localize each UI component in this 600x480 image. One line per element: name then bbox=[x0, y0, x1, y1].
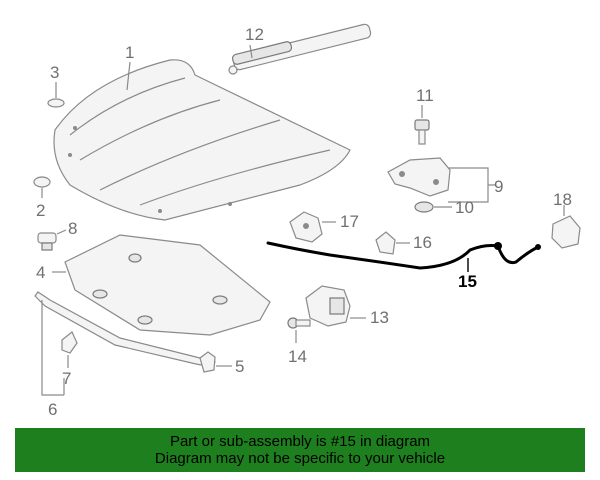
callout-10: 10 bbox=[455, 198, 474, 217]
hood-lock-part-13 bbox=[305, 285, 351, 327]
callout-2: 2 bbox=[36, 201, 45, 220]
hood-strut-part-12 bbox=[228, 23, 372, 75]
callout-7: 7 bbox=[62, 369, 71, 388]
callout-11: 11 bbox=[416, 86, 434, 105]
bolt-part-11 bbox=[414, 119, 430, 145]
callout-9: 9 bbox=[494, 177, 503, 196]
callout-3: 3 bbox=[50, 63, 59, 82]
callout-14: 14 bbox=[288, 347, 307, 366]
callout-18: 18 bbox=[553, 190, 572, 209]
callout-13: 13 bbox=[370, 308, 389, 327]
bracket-part-18 bbox=[551, 215, 581, 249]
hinge-part-9 bbox=[387, 157, 451, 197]
cushion-part-2 bbox=[33, 176, 51, 188]
callout-12: 12 bbox=[245, 25, 264, 44]
clip-part-5 bbox=[199, 351, 216, 373]
callout-1: 1 bbox=[125, 43, 134, 62]
bolt-part-14 bbox=[287, 317, 311, 329]
clip-part-16 bbox=[375, 231, 396, 255]
banner-line-1: Part or sub-assembly is #15 in diagram bbox=[169, 433, 431, 450]
callout-5: 5 bbox=[235, 357, 244, 376]
callout-8: 8 bbox=[68, 219, 77, 238]
callout-17: 17 bbox=[340, 212, 359, 231]
callout-6: 6 bbox=[48, 400, 57, 419]
hood-panel-part-1 bbox=[53, 59, 351, 221]
clip-part-17 bbox=[289, 211, 323, 243]
hood-insulator-part-4 bbox=[64, 234, 271, 336]
callout-4: 4 bbox=[36, 263, 45, 282]
plug-part-3 bbox=[47, 98, 65, 108]
callout-15: 15 bbox=[458, 272, 477, 291]
callout-16: 16 bbox=[413, 233, 432, 252]
banner-line-2: Diagram may not be specific to your vehi… bbox=[154, 450, 446, 467]
seal-part-10 bbox=[414, 201, 434, 213]
info-banner: Part or sub-assembly is #15 in diagram D… bbox=[15, 428, 585, 472]
release-cable-part-15 bbox=[266, 241, 541, 270]
clip-part-7 bbox=[61, 331, 78, 354]
grommet-part-8 bbox=[37, 232, 57, 251]
